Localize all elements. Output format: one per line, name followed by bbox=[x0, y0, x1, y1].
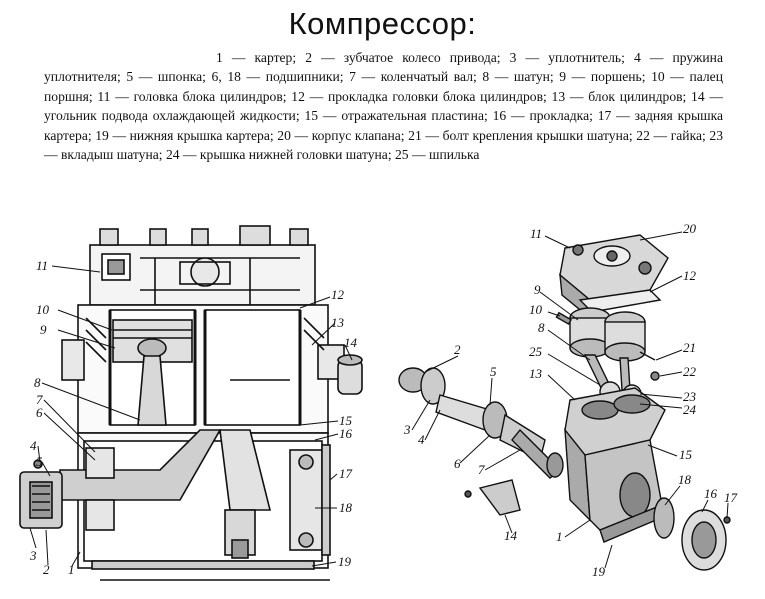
label-16: 16 bbox=[339, 426, 353, 441]
coolant-elbow bbox=[337, 354, 363, 395]
label-e22: 22 bbox=[683, 364, 697, 379]
label-e9: 9 bbox=[534, 282, 541, 297]
cylinder-block bbox=[61, 304, 345, 434]
label-9: 9 bbox=[40, 322, 47, 337]
label-17: 17 bbox=[339, 466, 353, 481]
label-e24: 24 bbox=[683, 402, 697, 417]
label-e10: 10 bbox=[529, 302, 543, 317]
label-e3: 3 bbox=[403, 422, 411, 437]
label-2: 2 bbox=[43, 562, 50, 577]
label-e1: 1 bbox=[556, 529, 563, 544]
drive-gear bbox=[19, 459, 63, 529]
label-14: 14 bbox=[344, 335, 358, 350]
label-18: 18 bbox=[339, 500, 353, 515]
label-e6: 6 bbox=[454, 456, 461, 471]
label-e14: 14 bbox=[504, 528, 518, 543]
label-e5: 5 bbox=[490, 364, 497, 379]
section-leaders bbox=[29, 265, 353, 567]
label-e18: 18 bbox=[678, 472, 692, 487]
crankcase bbox=[59, 429, 331, 581]
label-e4: 4 bbox=[418, 432, 425, 447]
label-e20: 20 bbox=[683, 221, 697, 236]
label-e2: 2 bbox=[454, 342, 461, 357]
section-labels: 11 10 9 8 7 6 4 5 3 2 1 12 13 14 15 16 1… bbox=[29, 258, 358, 577]
sectional-view bbox=[19, 225, 363, 581]
label-e13: 13 bbox=[529, 366, 543, 381]
label-12: 12 bbox=[331, 287, 345, 302]
label-e12: 12 bbox=[683, 268, 697, 283]
elbow-exploded bbox=[464, 479, 521, 516]
label-3: 3 bbox=[29, 548, 37, 563]
label-11: 11 bbox=[36, 258, 48, 273]
label-e15: 15 bbox=[679, 447, 693, 462]
block-crankcase bbox=[564, 387, 670, 543]
label-e8: 8 bbox=[538, 320, 545, 335]
label-e23: 23 bbox=[683, 389, 697, 404]
parts-legend: 1 — картер; 2 — зубчатое колесо привода;… bbox=[44, 48, 723, 164]
label-13: 13 bbox=[331, 315, 345, 330]
valve-body bbox=[559, 234, 669, 320]
exploded-view bbox=[398, 231, 731, 571]
label-e11: 11 bbox=[530, 226, 542, 241]
label-4: 4 bbox=[30, 438, 37, 453]
label-7: 7 bbox=[36, 392, 43, 407]
label-15: 15 bbox=[339, 413, 353, 428]
crankshaft-assembly bbox=[398, 367, 564, 479]
label-e25: 25 bbox=[529, 344, 543, 359]
page-title: Компрессор: bbox=[288, 6, 477, 41]
exploded-labels: 11 20 9 12 10 8 25 21 22 13 23 24 2 5 3 … bbox=[403, 221, 738, 579]
gasket-and-pistons bbox=[555, 289, 662, 362]
label-5: 5 bbox=[36, 454, 43, 469]
label-e19: 19 bbox=[592, 564, 606, 579]
label-e16: 16 bbox=[704, 486, 718, 501]
label-8: 8 bbox=[34, 375, 41, 390]
label-e21: 21 bbox=[683, 340, 696, 355]
label-1: 1 bbox=[68, 562, 75, 577]
cylinder-head bbox=[89, 225, 316, 306]
label-6: 6 bbox=[36, 405, 43, 420]
exploded-leaders bbox=[411, 231, 729, 569]
legend-text: 1 — картер; 2 — зубчатое колесо привода;… bbox=[44, 50, 723, 163]
label-e17: 17 bbox=[724, 490, 738, 505]
rear-cover bbox=[653, 497, 731, 571]
label-10: 10 bbox=[36, 302, 50, 317]
label-19: 19 bbox=[338, 554, 352, 569]
label-e7: 7 bbox=[478, 462, 485, 477]
